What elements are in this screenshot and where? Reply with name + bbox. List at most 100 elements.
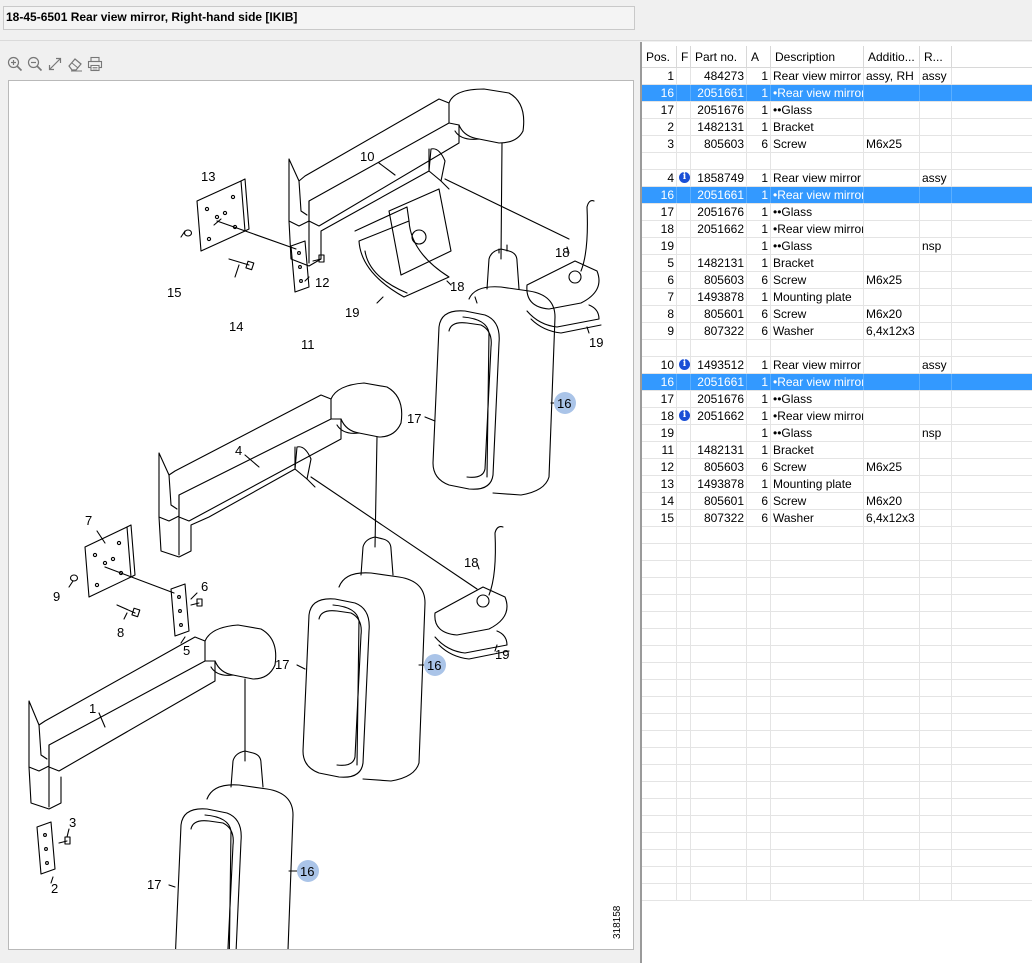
callout-label[interactable]: 9 [53, 589, 60, 604]
cell-part-no: 2051676 [691, 102, 747, 118]
callout-label[interactable]: 11 [301, 337, 315, 352]
callout-label[interactable]: 14 [229, 319, 243, 334]
empty-grid-row [642, 748, 1032, 765]
column-header-part-no[interactable]: Part no. [691, 46, 747, 67]
cell-filler [952, 102, 1032, 118]
print-icon[interactable] [86, 55, 104, 73]
callout-label[interactable]: 13 [201, 169, 215, 184]
cell-flag [677, 238, 691, 254]
cell-pos: 9 [642, 323, 677, 339]
callout-label[interactable]: 16 [427, 658, 441, 673]
cell-remark [920, 408, 952, 424]
callout-label[interactable]: 4 [235, 443, 242, 458]
empty-grid-row [642, 544, 1032, 561]
column-header-description[interactable]: Description [771, 46, 864, 67]
empty-cell [747, 782, 771, 798]
callout-label[interactable]: 19 [495, 647, 509, 662]
column-header-additional[interactable]: Additio... [864, 46, 920, 67]
empty-cell [677, 697, 691, 713]
fit-expand-icon[interactable] [46, 55, 64, 73]
zoom-out-icon[interactable] [26, 55, 44, 73]
cell-additional [864, 255, 920, 271]
callout-label[interactable]: 3 [69, 815, 76, 830]
exploded-view-diagram[interactable]: 10 13 12 15 14 11 18 19 18 19 16 17 4 7 … [8, 80, 634, 950]
cell-part-no: 805601 [691, 306, 747, 322]
callout-label[interactable]: 18 [464, 555, 478, 570]
info-icon[interactable]: i [679, 172, 690, 184]
empty-cell [864, 782, 920, 798]
empty-cell [771, 748, 864, 764]
empty-cell [691, 731, 747, 747]
empty-cell [691, 612, 747, 628]
cell-additional [864, 102, 920, 118]
callout-label[interactable]: 7 [85, 513, 92, 528]
callout-label[interactable]: 6 [201, 579, 208, 594]
column-header-a[interactable]: A [747, 46, 771, 67]
callout-label[interactable]: 19 [589, 335, 603, 350]
callout-label[interactable]: 17 [147, 877, 161, 892]
info-icon[interactable]: i [679, 410, 690, 422]
cell-part-no [691, 238, 747, 254]
column-header-pos[interactable]: Pos. [642, 46, 677, 67]
empty-cell [677, 680, 691, 696]
callout-label[interactable]: 16 [300, 864, 314, 879]
callout-label[interactable]: 17 [275, 657, 289, 672]
callout-label[interactable]: 8 [117, 625, 124, 640]
cell-additional: M6x25 [864, 136, 920, 152]
table-row[interactable] [642, 340, 1032, 357]
callout-label[interactable]: 16 [557, 396, 571, 411]
table-row[interactable] [642, 153, 1032, 170]
cell-description: Bracket [771, 442, 864, 458]
callout-label[interactable]: 2 [51, 881, 58, 896]
callout-label[interactable]: 12 [315, 275, 329, 290]
cell-remark: assy [920, 68, 952, 84]
zoom-in-icon[interactable] [6, 55, 24, 73]
column-header-r[interactable]: R... [920, 46, 952, 67]
callout-label[interactable]: 5 [183, 643, 190, 658]
info-icon[interactable]: i [679, 359, 690, 371]
empty-cell [677, 714, 691, 730]
callout-label[interactable]: 17 [407, 411, 421, 426]
empty-grid-row [642, 629, 1032, 646]
cell-filler [952, 204, 1032, 220]
empty-cell [747, 680, 771, 696]
callout-label[interactable]: 1 [89, 701, 96, 716]
column-header-f[interactable]: F [677, 46, 691, 67]
panel-splitter[interactable] [640, 42, 642, 963]
callout-label[interactable]: 18 [555, 245, 569, 260]
eraser-icon[interactable] [66, 55, 84, 73]
empty-cell [771, 663, 864, 679]
callout-label[interactable]: 18 [450, 279, 464, 294]
cell-remark [920, 374, 952, 390]
cell-quantity: 1 [747, 170, 771, 186]
empty-cell [691, 714, 747, 730]
callout-label[interactable]: 15 [167, 285, 181, 300]
callout-label[interactable]: 19 [345, 305, 359, 320]
callout-label[interactable]: 10 [360, 149, 374, 164]
